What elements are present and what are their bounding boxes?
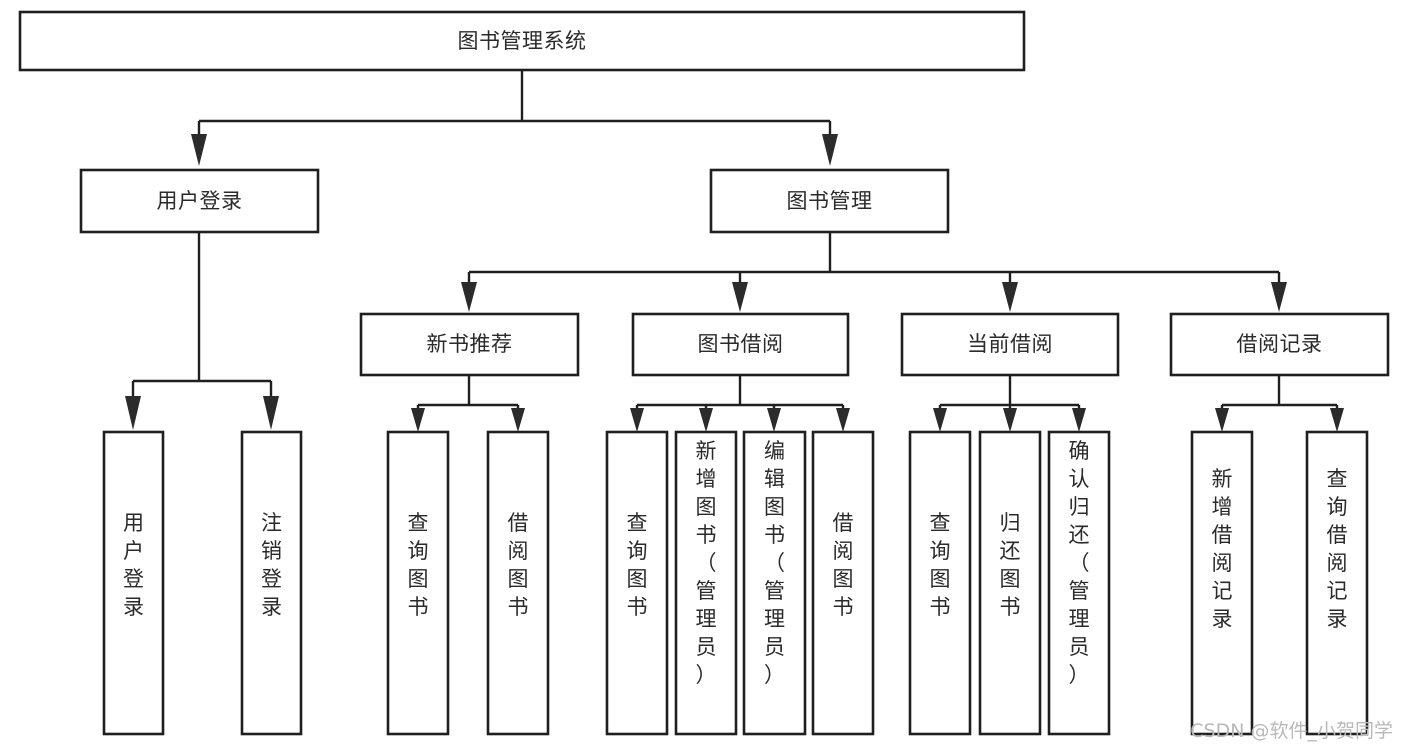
arrow-head-leaf-borrow-book-2	[836, 408, 850, 432]
node-leaf-add-book[interactable]: 新增图书（管理员）	[674, 430, 738, 736]
arrow-head-user-login	[191, 134, 207, 166]
node-leaf-user-logout[interactable]: 注销登录	[240, 430, 303, 736]
node-leaf-query-book-2[interactable]: 查询图书	[605, 430, 669, 736]
node-leaf-borrow-book-2[interactable]: 借阅图书	[811, 430, 875, 736]
arrow-head-leaf-borrow-book-1	[511, 408, 525, 432]
node-root-label: 图书管理系统	[458, 29, 587, 53]
node-leaf-borrow-book-1-box[interactable]	[486, 430, 550, 736]
arrow-head-book-borrow	[732, 282, 748, 312]
arrow-head-leaf-query-book-1	[411, 408, 425, 432]
node-leaf-query-record-box[interactable]	[1305, 430, 1369, 736]
watermark-text: CSDN @软件_小贺同学	[1190, 720, 1393, 742]
node-leaf-edit-book[interactable]: 编辑图书（管理员）	[742, 430, 807, 736]
node-borrow-record-label: 借阅记录	[1237, 332, 1323, 356]
node-book-borrow-box[interactable]	[631, 312, 850, 377]
node-leaf-query-book-1[interactable]: 查询图书	[386, 430, 450, 736]
node-current-borrow-box[interactable]	[900, 312, 1120, 377]
node-leaf-add-book-label: 新增图书（管理员）	[696, 439, 717, 687]
arrow-head-leaf-add-book	[699, 408, 713, 432]
arrow-head-leaf-edit-book	[767, 408, 781, 432]
arrow-head-new-book-recommend	[461, 282, 477, 312]
edge-group-borrow-record-to-leaves	[1215, 375, 1344, 432]
node-leaf-query-book-1-label: 查询图书	[408, 511, 429, 619]
node-leaf-add-record[interactable]: 新增借阅记录	[1190, 430, 1254, 736]
node-book-borrow[interactable]: 图书借阅	[631, 312, 850, 377]
node-user-login-label: 用户登录	[157, 189, 243, 213]
node-leaf-query-book-3[interactable]: 查询图书	[908, 430, 972, 736]
node-user-login[interactable]: 用户登录	[79, 168, 320, 234]
node-leaf-return-book[interactable]: 归还图书	[978, 430, 1042, 736]
edge-group-book-manage-to-level2	[461, 232, 1287, 312]
node-new-book-recommend[interactable]: 新书推荐	[359, 312, 580, 377]
node-leaf-user-logout-box[interactable]	[240, 430, 303, 736]
arrow-head-leaf-confirm-return	[1072, 408, 1086, 432]
arrow-head-borrow-record	[1271, 282, 1287, 312]
arrow-head-leaf-user-logout	[263, 396, 279, 430]
edge-group-book-borrow-to-leaves	[630, 375, 850, 432]
node-leaf-return-book-box[interactable]	[978, 430, 1042, 736]
node-new-book-recommend-label: 新书推荐	[427, 332, 513, 356]
arrow-head-leaf-query-record	[1330, 408, 1344, 432]
node-leaf-borrow-book-1-label: 借阅图书	[508, 511, 529, 619]
node-leaf-confirm-return[interactable]: 确认归还（管理员）	[1047, 430, 1111, 736]
node-leaf-confirm-return-box[interactable]	[1047, 430, 1111, 736]
node-leaf-borrow-book-2-box[interactable]	[811, 430, 875, 736]
node-leaf-edit-book-label: 编辑图书（管理员）	[764, 439, 785, 687]
edge-group-current-borrow-to-leaves	[933, 375, 1086, 432]
node-leaf-query-book-3-box[interactable]	[908, 430, 972, 736]
node-leaf-edit-book-box[interactable]	[742, 430, 807, 736]
arrow-head-current-borrow	[1002, 282, 1018, 312]
node-leaf-add-record-box[interactable]	[1190, 430, 1254, 736]
node-root[interactable]: 图书管理系统	[18, 10, 1026, 72]
node-root-box[interactable]	[18, 10, 1026, 72]
node-leaf-confirm-return-label: 确认归还（管理员）	[1069, 439, 1090, 687]
node-leaf-query-record[interactable]: 查询借阅记录	[1305, 430, 1369, 736]
arrow-head-book-manage	[822, 134, 838, 166]
node-leaf-query-book-1-box[interactable]	[386, 430, 450, 736]
node-current-borrow-label: 当前借阅	[967, 332, 1053, 356]
node-book-manage[interactable]: 图书管理	[709, 168, 950, 234]
node-leaf-user-logout-label: 注销登录	[261, 511, 282, 619]
node-book-borrow-label: 图书借阅	[698, 332, 784, 356]
node-borrow-record[interactable]: 借阅记录	[1169, 312, 1390, 377]
node-leaf-add-record-label: 新增借阅记录	[1212, 467, 1233, 631]
arrow-head-leaf-return-book	[1003, 408, 1017, 432]
node-leaf-user-login-label: 用户登录	[123, 511, 144, 619]
node-leaf-query-book-2-label: 查询图书	[627, 511, 648, 619]
node-new-book-recommend-box[interactable]	[359, 312, 580, 377]
node-borrow-record-box[interactable]	[1169, 312, 1390, 377]
arrow-head-leaf-user-login	[125, 396, 141, 430]
node-current-borrow[interactable]: 当前借阅	[900, 312, 1120, 377]
node-book-manage-box[interactable]	[709, 168, 950, 234]
arrow-head-leaf-query-book-2	[630, 408, 644, 432]
node-leaf-query-record-label: 查询借阅记录	[1327, 467, 1348, 631]
node-leaf-user-login-box[interactable]	[102, 430, 165, 736]
node-leaf-user-login[interactable]: 用户登录	[102, 430, 165, 736]
node-user-login-box[interactable]	[79, 168, 320, 234]
edge-group-root-to-level1	[191, 70, 838, 166]
node-book-manage-label: 图书管理	[787, 189, 873, 213]
node-leaf-add-book-box[interactable]	[674, 430, 738, 736]
node-leaf-query-book-2-box[interactable]	[605, 430, 669, 736]
arrow-head-leaf-add-record	[1215, 408, 1229, 432]
node-leaf-borrow-book-1[interactable]: 借阅图书	[486, 430, 550, 736]
node-leaf-query-book-3-label: 查询图书	[930, 511, 951, 619]
edge-group-user-login-to-leaves	[125, 232, 279, 430]
edge-group-new-book-recommend-to-leaves	[411, 375, 525, 432]
node-leaf-borrow-book-2-label: 借阅图书	[833, 511, 854, 619]
arrow-head-leaf-query-book-3	[933, 408, 947, 432]
node-leaf-return-book-label: 归还图书	[1000, 511, 1021, 619]
